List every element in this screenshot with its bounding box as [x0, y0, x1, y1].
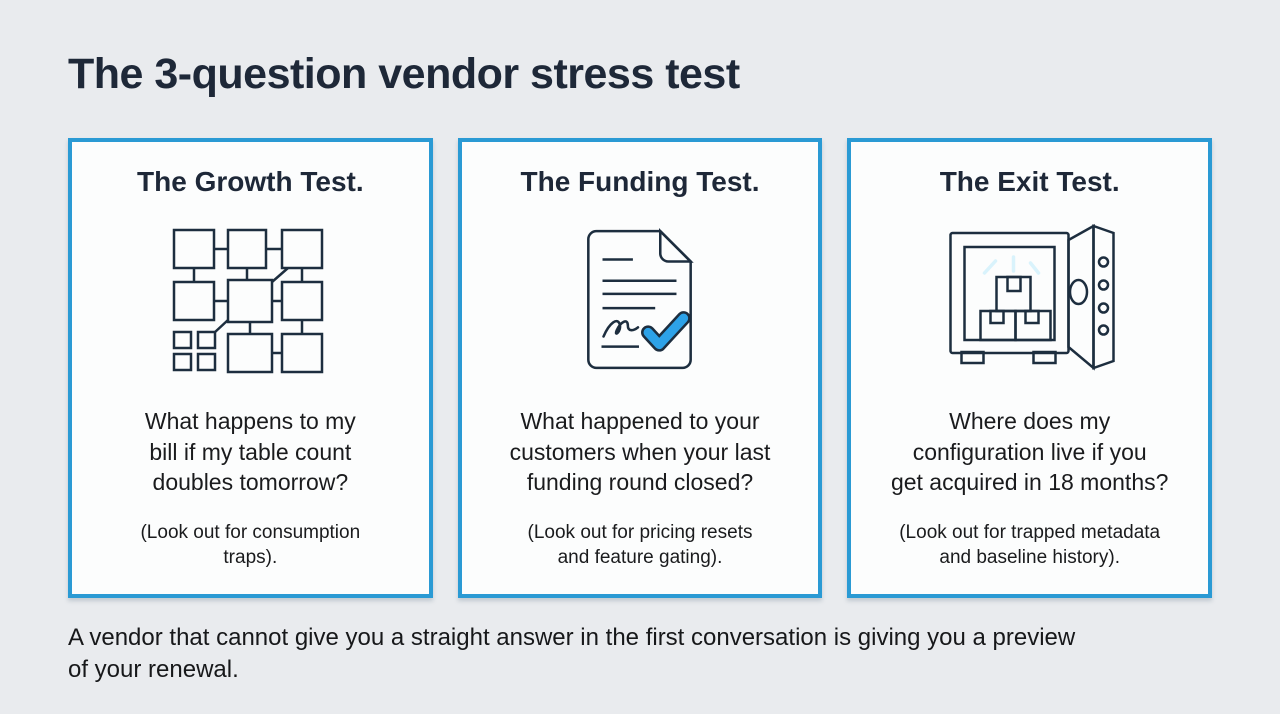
footer-takeaway: A vendor that cannot give you a straight… [68, 624, 1076, 683]
card-heading: The Exit Test. [939, 166, 1120, 197]
card-heading: The Growth Test. [137, 166, 364, 197]
card-question: Where does my configuration live if you … [890, 408, 1169, 495]
network-grid-icon [170, 214, 330, 386]
card-exit-test: The Exit Test. [847, 138, 1213, 598]
card-note: (Look out for trapped metadata and basel… [899, 522, 1161, 568]
card-note: (Look out for pricing resets and feature… [527, 522, 753, 568]
card-funding-test: The Funding Test. What happened to your … [457, 138, 823, 598]
card-note: (Look out for consumption traps). [140, 522, 361, 568]
card-row: The Growth Test. [68, 138, 1213, 598]
signed-document-icon [574, 214, 706, 386]
card-heading: The Funding Test. [520, 166, 760, 197]
page-title: The 3-question vendor stress test [68, 50, 740, 98]
card-question: What happens to my bill if my table coun… [144, 408, 356, 495]
open-safe-icon [937, 214, 1123, 386]
card-growth-test: The Growth Test. [68, 138, 433, 598]
card-question: What happened to your customers when you… [509, 408, 771, 495]
